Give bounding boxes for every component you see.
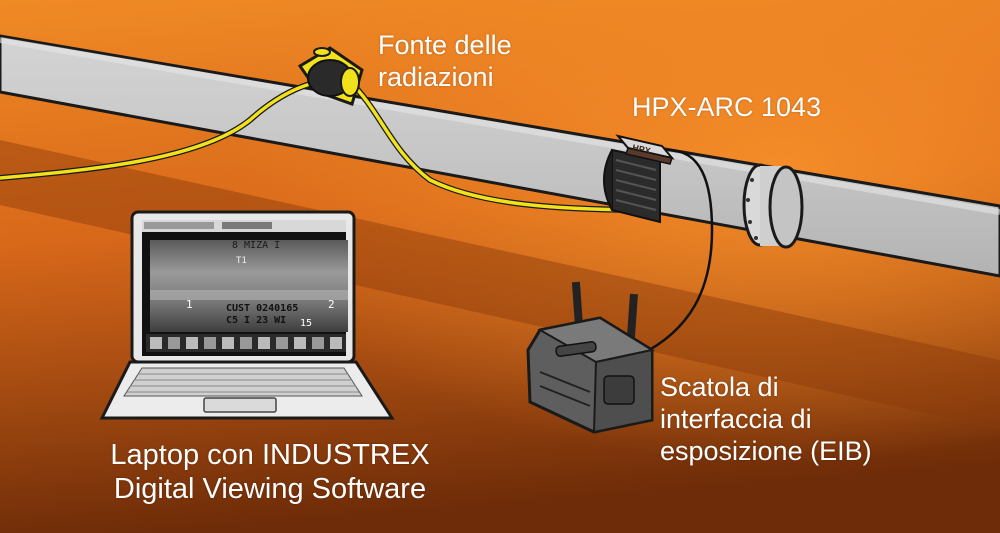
- laptop-label-line2: Digital Viewing Software: [113, 473, 427, 506]
- radiation-source-label-line1: Fonte delle: [378, 30, 512, 60]
- eib-label-line2: interfaccia di: [660, 403, 812, 434]
- screen-mark-c5: C5 I 23 WI: [226, 315, 287, 326]
- radiograph-image: [150, 240, 348, 332]
- laptop: [99, 210, 395, 420]
- screen-mark-cust: CUST 0240165: [226, 303, 299, 314]
- screen-mark-15: 15: [300, 318, 313, 329]
- laptop-label-line1: Laptop con INDUSTREX: [110, 439, 430, 471]
- eib-label-line3: esposizione (EIB): [660, 435, 872, 466]
- hpx-arc-device: HPX: [603, 134, 675, 224]
- eib-box: [526, 281, 655, 434]
- screen-mark-right: 2: [328, 298, 335, 311]
- eib-label: Scatola di interfaccia di esposizione (E…: [660, 372, 872, 468]
- screen-mark-t1: T1: [236, 256, 247, 266]
- eib-cable: [639, 148, 714, 357]
- device-logo: HPX: [631, 142, 651, 156]
- pipe-flange: [742, 163, 804, 249]
- radiation-source-label-line2: radiazioni: [378, 61, 494, 92]
- radiation-source-label: Fonte delle radiazioni: [378, 30, 512, 94]
- laptop-label: Laptop con INDUSTREX Digital Viewing Sof…: [70, 438, 470, 506]
- radiation-source: [297, 46, 364, 106]
- laptop-touchpad: [203, 397, 277, 413]
- hpx-device-label: HPX-ARC 1043: [632, 92, 822, 122]
- eib-label-line1: Scatola di: [660, 372, 779, 402]
- screen-mark-top: 8 MIZA I: [232, 240, 281, 251]
- screen-mark-left: 1: [186, 298, 193, 311]
